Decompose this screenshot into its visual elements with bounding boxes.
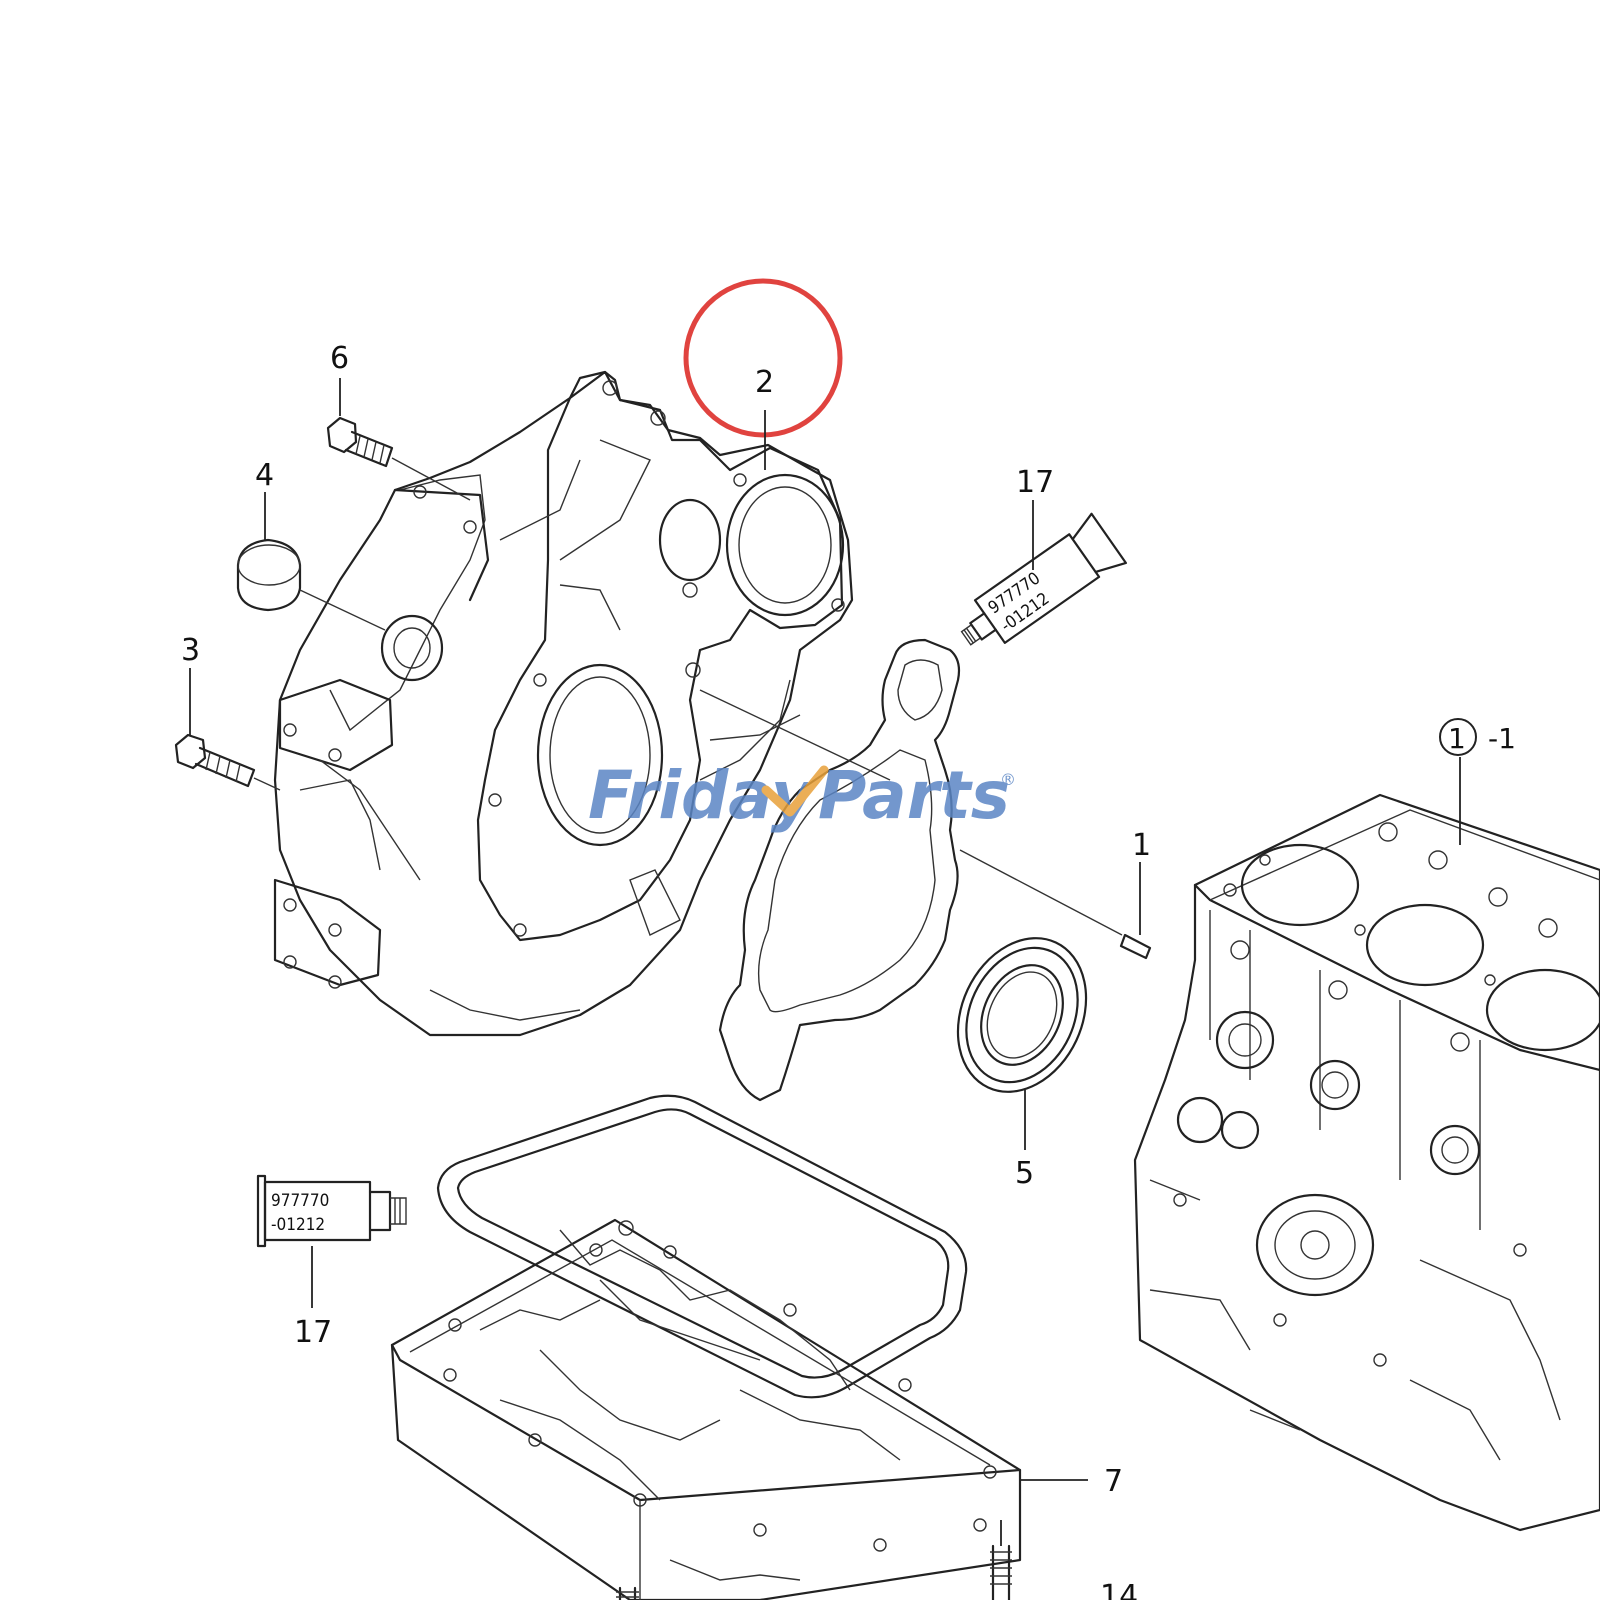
callout-3: 3	[181, 633, 200, 668]
callout-1-1	[1439, 718, 1477, 845]
callout-17-upper: 17	[1016, 465, 1054, 500]
leader-4-axis	[299, 589, 386, 631]
cylinder-block[interactable]	[1133, 793, 1600, 1532]
leader-6-axis	[391, 457, 471, 501]
tube-label-lower-line2: -01212	[271, 1215, 325, 1235]
oil-pan-gasket[interactable]	[436, 1094, 968, 1399]
leader-1-axis	[959, 849, 1123, 936]
callout-1: 1	[1132, 828, 1151, 863]
plug-4[interactable]	[236, 538, 302, 612]
callout-7: 7	[1104, 1464, 1123, 1499]
sealant-tube-upper[interactable]: 977770 -01212	[949, 512, 1128, 663]
watermark-check-icon	[761, 765, 829, 817]
housing-gasket[interactable]	[718, 638, 961, 1102]
highlight-circle	[683, 278, 843, 438]
flywheel-housing[interactable]	[273, 370, 854, 1037]
oil-seal-5[interactable]	[934, 917, 1110, 1113]
watermark-text-part2: Parts	[818, 757, 1010, 834]
callout-14: 14	[1100, 1579, 1138, 1600]
drain-bolt-left[interactable]	[616, 1586, 639, 1600]
watermark-registered-mark: ®	[1000, 770, 1016, 789]
leader-3-axis	[253, 777, 281, 791]
callout-4: 4	[255, 458, 274, 493]
watermark-logo: Friday Parts ®	[588, 757, 1016, 834]
callout-2: 2	[755, 365, 774, 400]
dowel-pin-1[interactable]	[1119, 933, 1152, 960]
callout-6: 6	[330, 341, 349, 376]
leader-gasket-axis	[699, 689, 891, 781]
tube-label-lower-line1: 977770	[271, 1191, 329, 1211]
watermark-text-part1: Friday	[588, 757, 817, 834]
callout-1-1-suffix: -1	[1488, 722, 1516, 755]
bolt-3[interactable]	[174, 733, 256, 788]
callout-1-1-number: 1	[1448, 722, 1466, 755]
callout-5: 5	[1015, 1156, 1034, 1191]
bolt-6[interactable]	[326, 416, 394, 468]
bolt-14[interactable]	[990, 1520, 1012, 1600]
oil-pan-7[interactable]	[390, 1218, 1022, 1600]
callout-17-lower: 17	[294, 1315, 332, 1350]
sealant-tube-lower[interactable]: 977770 -01212	[256, 1174, 407, 1248]
